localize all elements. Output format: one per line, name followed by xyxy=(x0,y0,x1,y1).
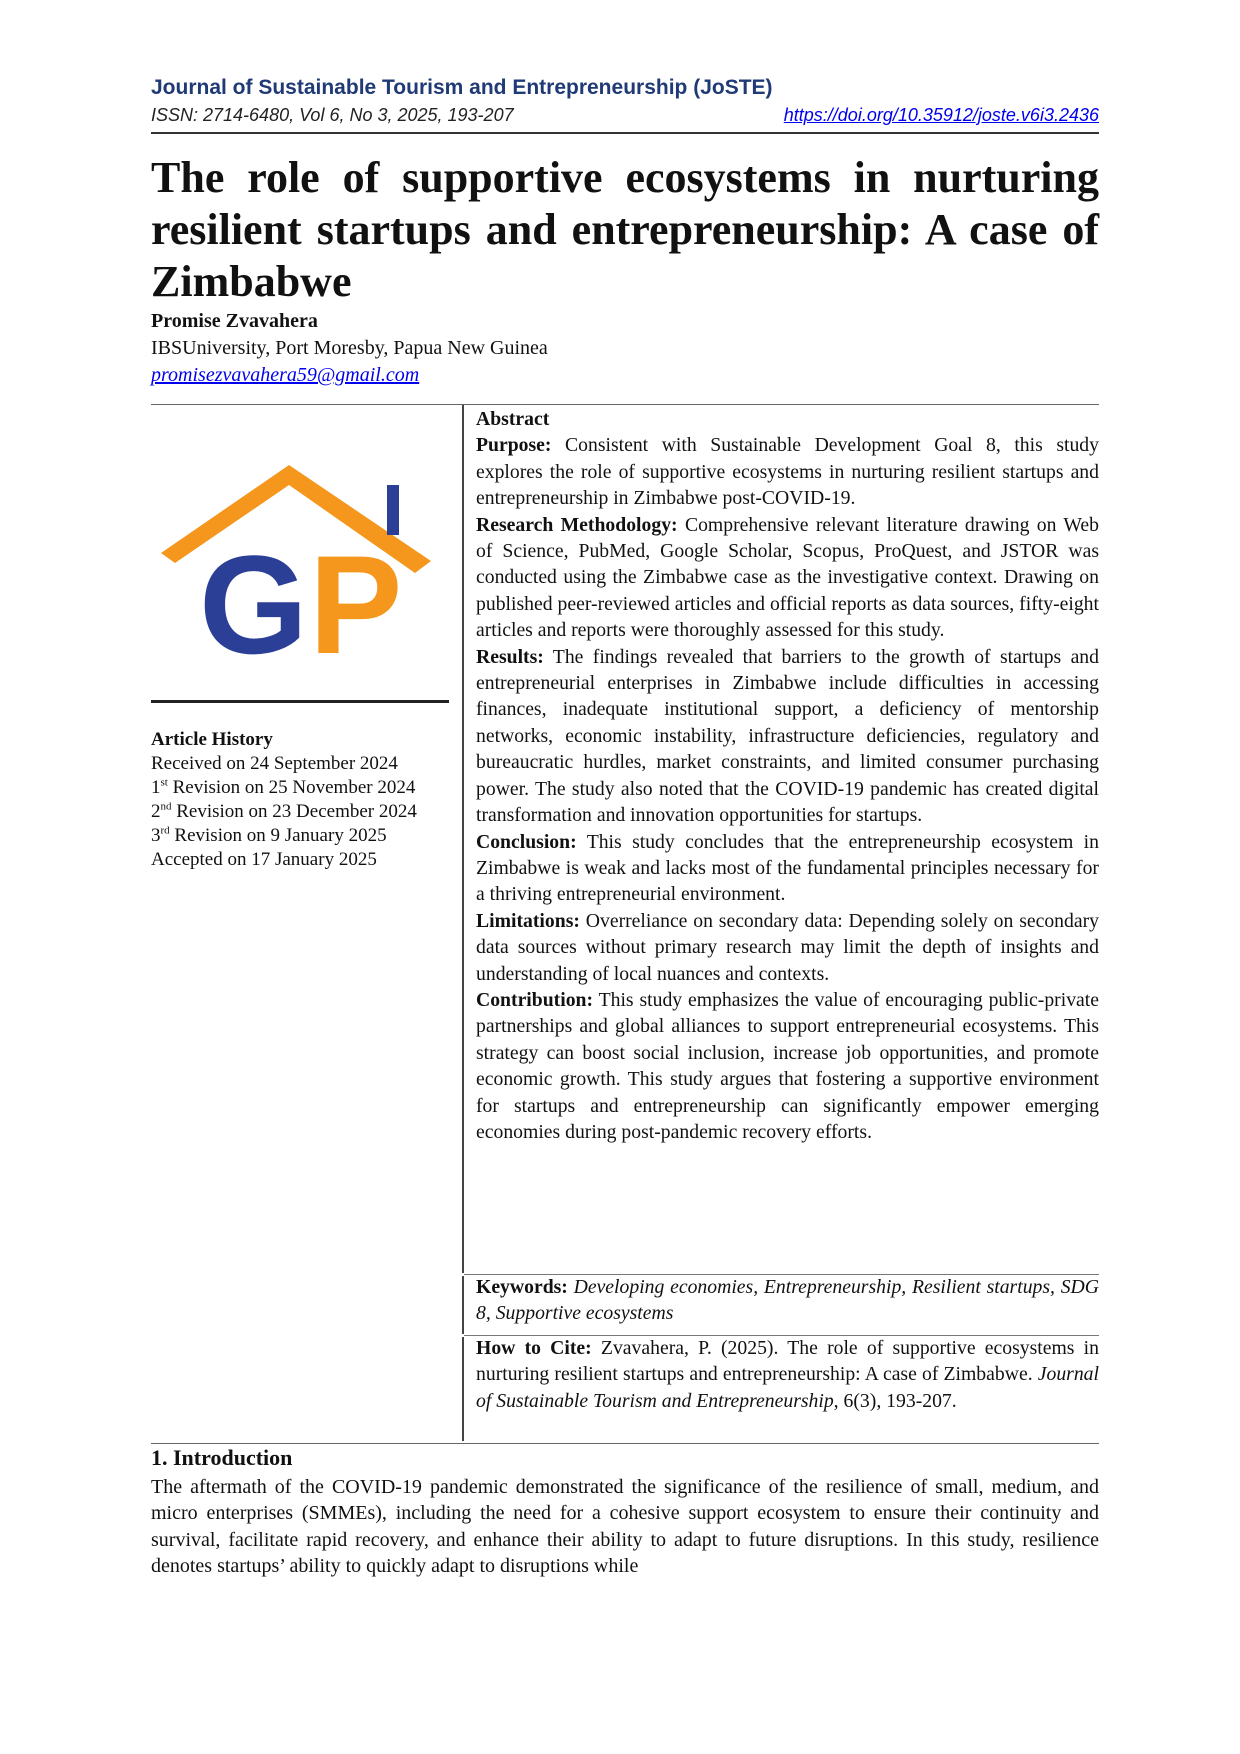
history-received: Received on 24 September 2024 xyxy=(151,753,398,774)
article-title: The role of supportive ecosystems in nur… xyxy=(151,153,1099,306)
logo-roof-icon xyxy=(161,465,431,573)
citation-divider xyxy=(462,1337,464,1441)
bottom-divider xyxy=(151,1443,1099,1444)
abstract-contribution: Contribution: This study emphasizes the … xyxy=(476,988,1099,1143)
top-divider xyxy=(151,404,1099,405)
logo-letter-g: G xyxy=(199,526,308,655)
author-affiliation: IBSUniversity, Port Moresby, Papua New G… xyxy=(151,337,548,359)
keywords-divider xyxy=(462,1276,464,1334)
keywords-rule xyxy=(464,1274,1099,1275)
section-heading-introduction: 1. Introduction xyxy=(151,1445,293,1470)
history-revision-1: 1st Revision on 25 November 2024 xyxy=(151,776,416,798)
journal-name: Journal of Sustainable Tourism and Entre… xyxy=(151,76,773,99)
left-column-rule xyxy=(151,700,449,703)
logo-chimney-icon xyxy=(387,485,399,535)
abstract-heading: Abstract xyxy=(476,408,550,430)
abstract-purpose: Purpose: Consistent with Sustainable Dev… xyxy=(476,434,1099,510)
history-revision-2: 2nd Revision on 23 December 2024 xyxy=(151,800,417,822)
doi-link[interactable]: https://doi.org/10.35912/joste.v6i3.2436 xyxy=(783,105,1099,125)
history-accepted: Accepted on 17 January 2025 xyxy=(151,849,377,870)
abstract-limitations: Limitations: Overreliance on secondary d… xyxy=(476,909,1099,985)
how-to-cite: How to Cite: Zvavahera, P. (2025). The r… xyxy=(476,1337,1099,1412)
history-heading: Article History xyxy=(151,729,273,750)
logo-letter-p: P xyxy=(309,526,402,655)
citation-rule xyxy=(464,1335,1099,1336)
abstract-conclusion: Conclusion: This study concludes that th… xyxy=(476,830,1099,906)
publisher-logo: G P xyxy=(161,465,431,655)
introduction-text: The aftermath of the COVID-19 pandemic d… xyxy=(151,1476,1099,1578)
abstract: Abstract Purpose: Consistent with Sustai… xyxy=(476,406,1099,1145)
keywords: Keywords: Developing economies, Entrepre… xyxy=(476,1276,1099,1325)
issn-line: ISSN: 2714-6480, Vol 6, No 3, 2025, 193-… xyxy=(151,105,514,125)
abstract-results: Results: The findings revealed that barr… xyxy=(476,645,1099,827)
author-email-link[interactable]: promisezvavahera59@gmail.com xyxy=(151,364,420,386)
abstract-methodology: Research Methodology: Comprehensive rele… xyxy=(476,513,1099,642)
column-divider xyxy=(462,405,464,1273)
header-rule xyxy=(151,132,1099,134)
history-revision-3: 3rd Revision on 9 January 2025 xyxy=(151,824,387,846)
article-history: Article History Received on 24 September… xyxy=(151,728,451,872)
author-name: Promise Zvavahera xyxy=(151,310,318,332)
